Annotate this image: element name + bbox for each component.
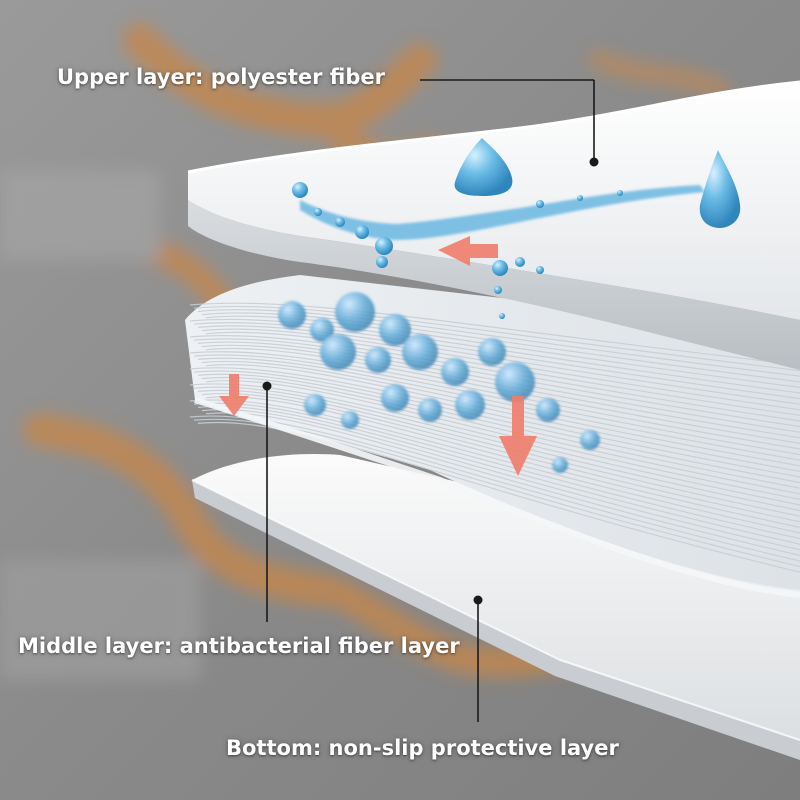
- fiber-strand: [205, 347, 800, 444]
- leader-lines: [262, 79, 599, 722]
- fiber-strand: [197, 421, 800, 573]
- fiber-strand: [193, 386, 800, 512]
- fiber-strand: [189, 415, 800, 562]
- fiber-strand: [189, 383, 800, 506]
- fiber-strand: [193, 354, 800, 456]
- middle-layer: [185, 275, 800, 598]
- fiber-strand: [197, 341, 800, 433]
- fiber-strand: [201, 392, 800, 523]
- fiber-strand: [205, 380, 800, 500]
- fiber-strand: [205, 396, 800, 528]
- upper-layer-label: Upper layer: polyester fiber: [57, 65, 385, 89]
- middle-layer-label: Middle layer: antibacterial fiber layer: [18, 634, 460, 658]
- top-layer: [187, 80, 800, 370]
- fiber-strand: [201, 409, 800, 551]
- flow-arrows: [219, 236, 537, 476]
- fiber-strand: [189, 351, 800, 450]
- fiber-strand: [197, 405, 800, 545]
- water-droplets: [292, 138, 741, 319]
- fiber-strand: [201, 376, 800, 495]
- fiber-strand: [193, 418, 800, 568]
- fiber-strand: [197, 357, 800, 461]
- fiber-strand: [201, 344, 800, 439]
- fiber-strand: [197, 389, 800, 517]
- fiber-strand: [201, 360, 800, 467]
- fiber-strand: [189, 302, 800, 366]
- bottom-layer-label: Bottom: non-slip protective layer: [226, 736, 619, 760]
